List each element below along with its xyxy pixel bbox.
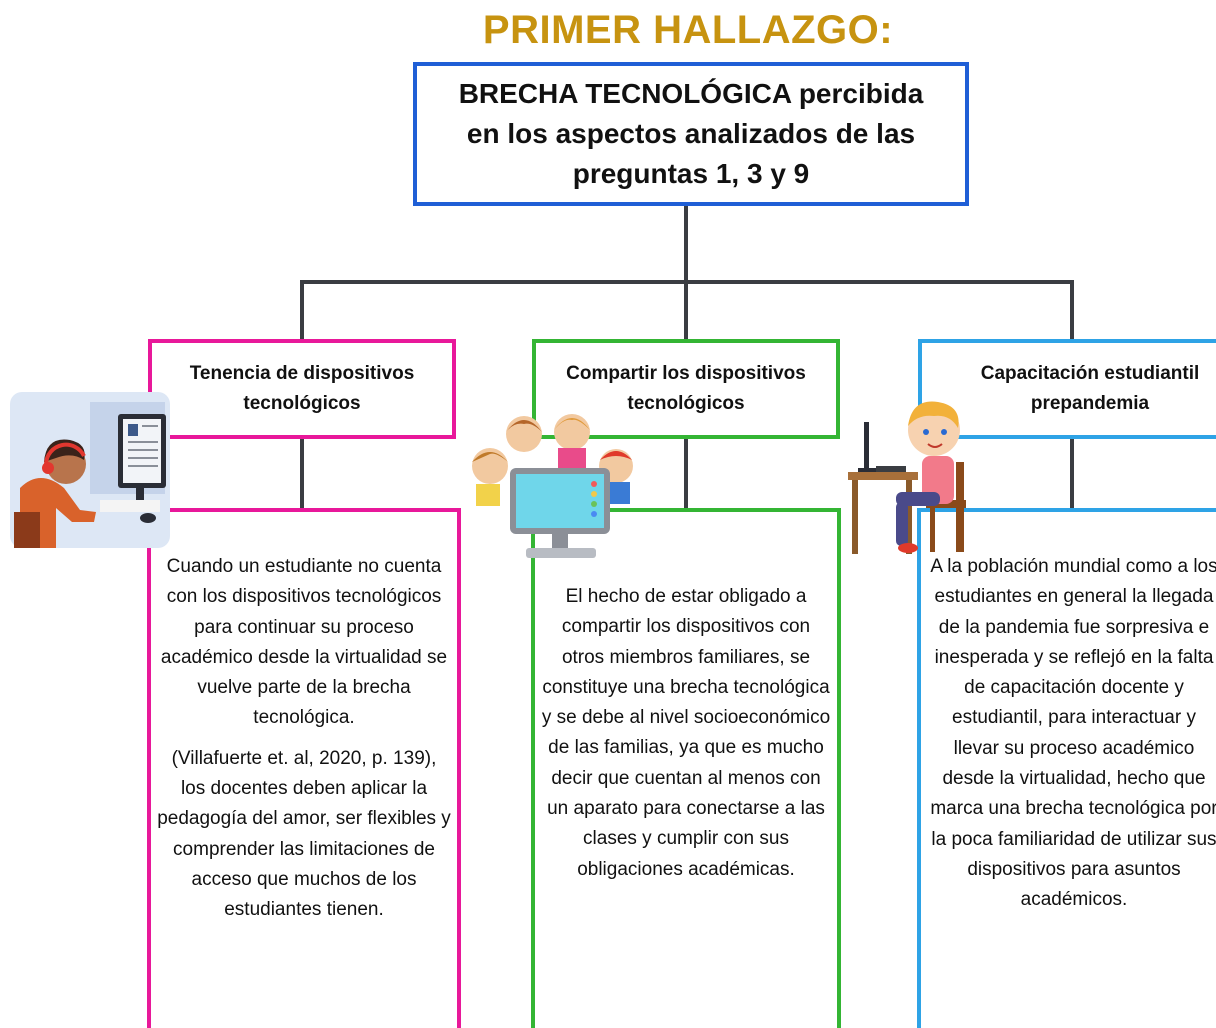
branch-heading-1: Tenencia de dispositivos tecnológicos	[189, 363, 415, 414]
branch-1-paragraph-1: Cuando un estudiante no cuenta con los d…	[160, 556, 448, 729]
branch-heading-box-1: Tenencia de dispositivos tecnológicos	[148, 339, 456, 439]
branch-heading-box-3: Capacitación estudiantil prepandemia	[918, 339, 1216, 439]
branch-2-paragraph-1: El hecho de estar obligado a compartir l…	[541, 586, 831, 880]
main-finding-text: BRECHA TECNOLÓGICA percibida en los aspe…	[458, 78, 924, 189]
connector-center-down	[684, 280, 688, 340]
connector-center-lower	[684, 439, 688, 509]
children-with-computer-icon	[472, 414, 633, 558]
branch-1-paragraph-2: (Villafuerte et. al, 2020, p. 139), los …	[157, 747, 451, 921]
connector-left-lower	[300, 439, 304, 509]
page-title: PRIMER HALLAZGO:	[482, 8, 894, 52]
connector-left-down	[300, 280, 304, 340]
branch-content-box-1: Cuando un estudiante no cuenta con los d…	[147, 508, 461, 1028]
main-finding-box: BRECHA TECNOLÓGICA percibida en los aspe…	[413, 62, 969, 206]
branch-content-box-2: El hecho de estar obligado a compartir l…	[531, 508, 841, 1028]
connector-right-lower	[1070, 439, 1074, 509]
boy-at-desk-icon	[848, 401, 966, 554]
branch-3-paragraph-1: A la población mundial como a los estudi…	[930, 556, 1216, 911]
branch-content-box-3: A la población mundial como a los estudi…	[917, 508, 1216, 1028]
connector-main-down	[684, 206, 688, 282]
branch-heading-3: Capacitación estudiantil prepandemia	[980, 363, 1200, 414]
connector-right-down	[1070, 280, 1074, 340]
branch-heading-2: Compartir los dispositivos tecnológicos	[566, 363, 806, 414]
student-at-computer-icon	[10, 392, 170, 548]
